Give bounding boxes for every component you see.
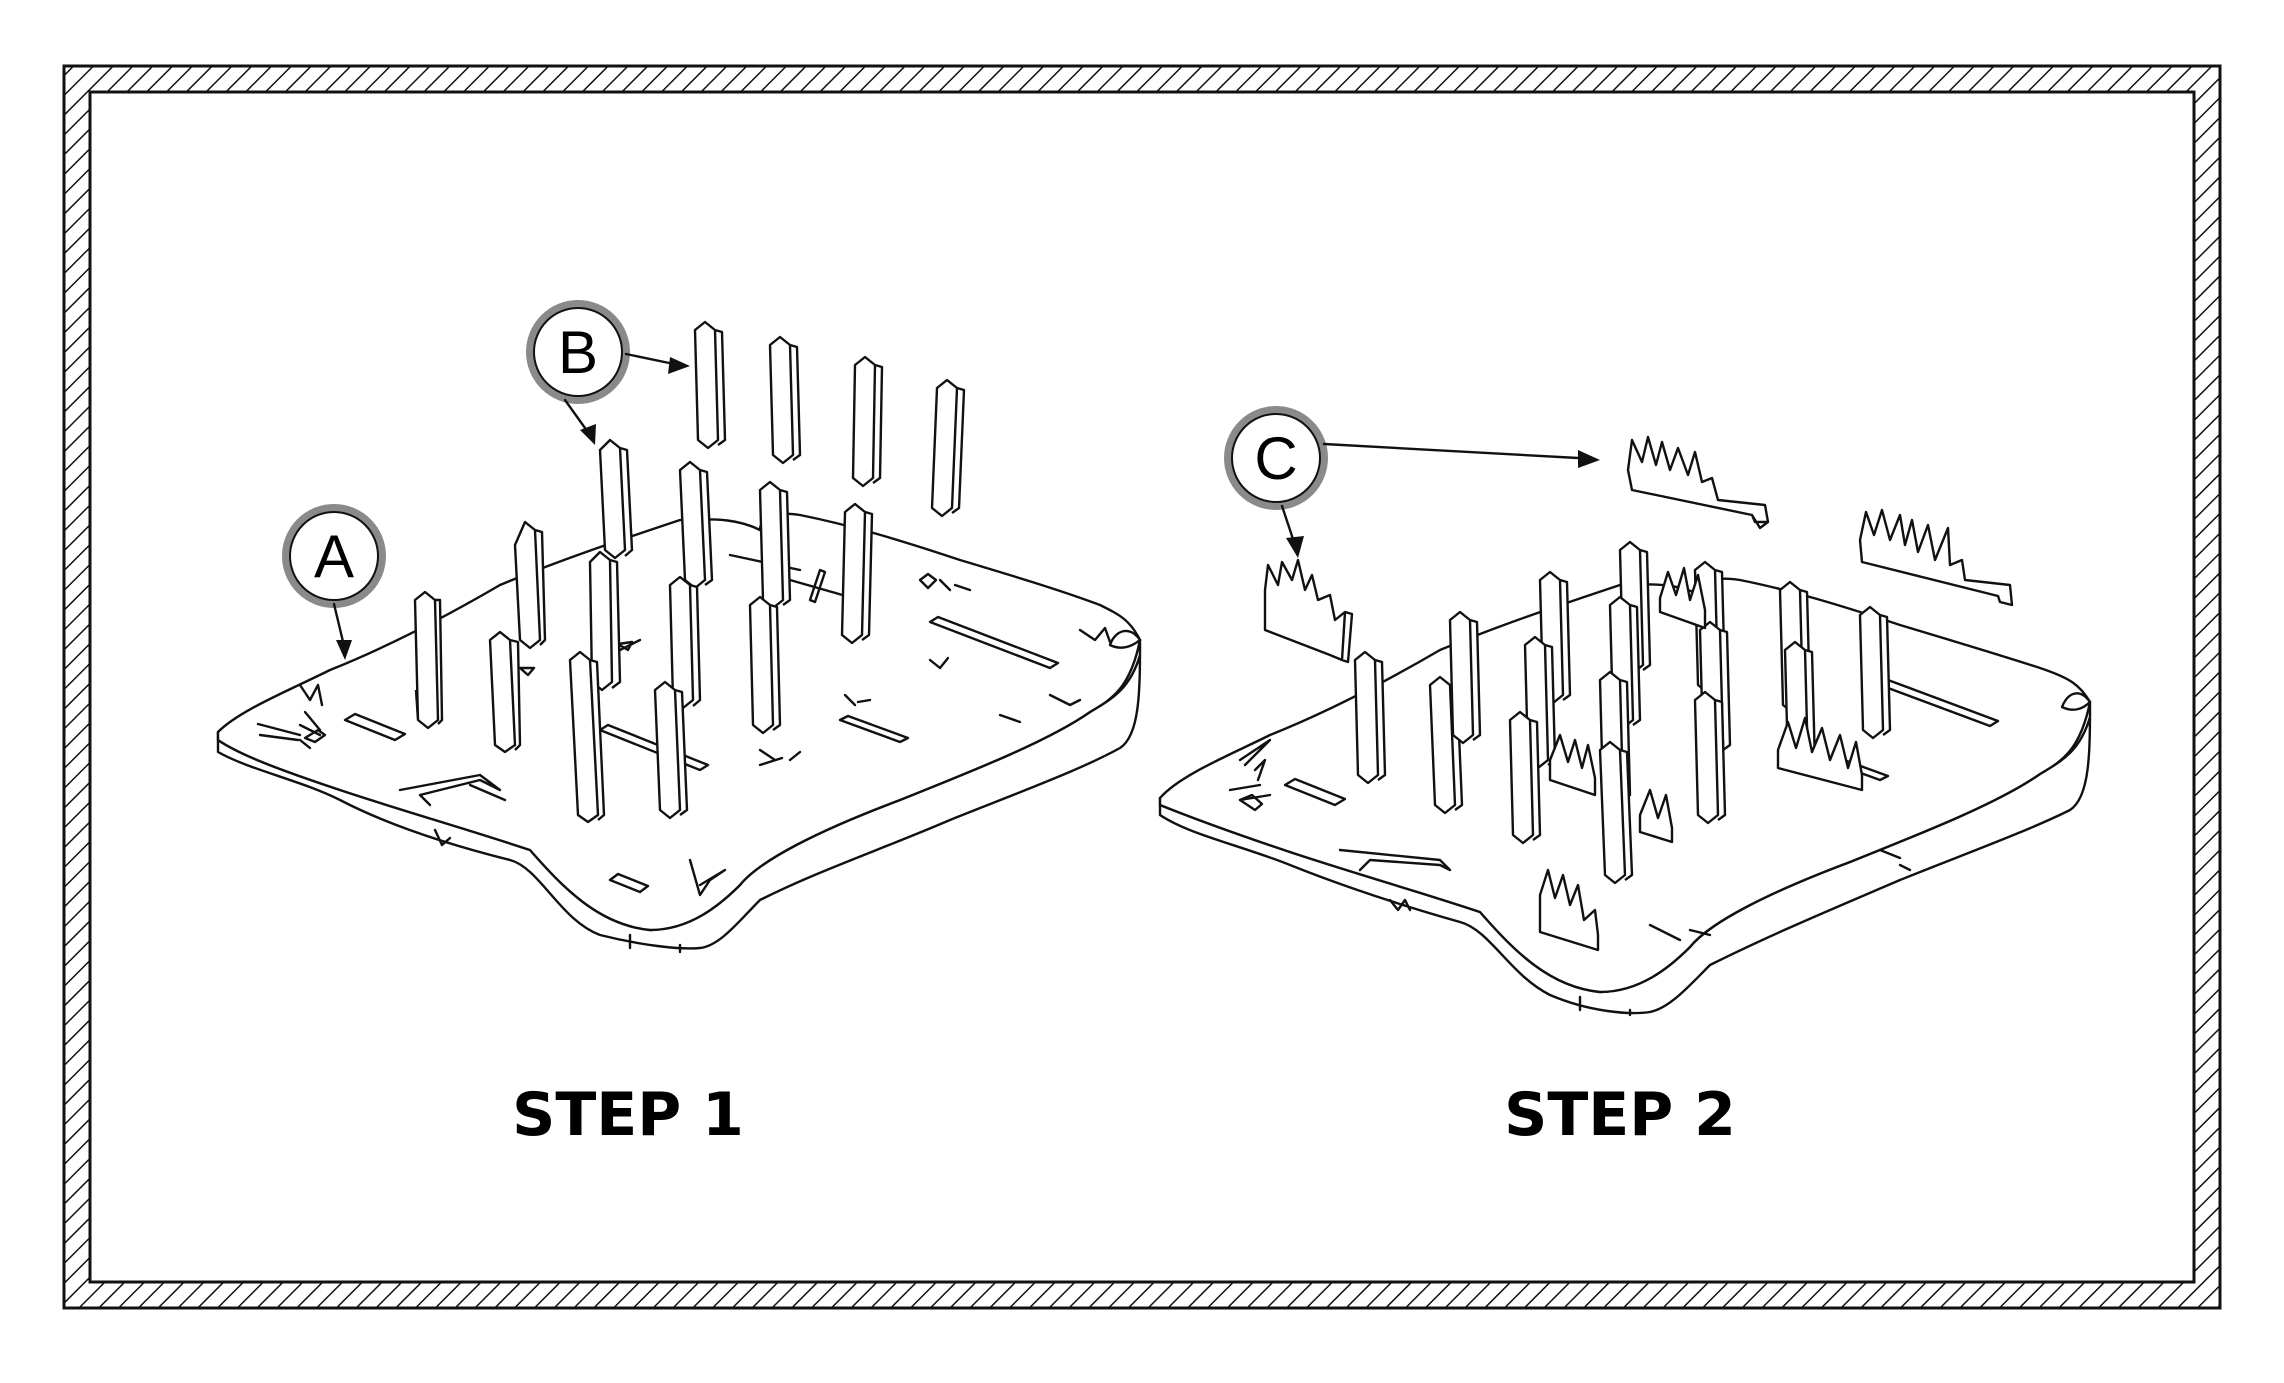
- callout-a-label: A: [314, 523, 354, 590]
- step-1-illustration: [216, 320, 1142, 954]
- step-1-label: STEP 1: [512, 1080, 744, 1150]
- loose-grass-c: [1263, 435, 2014, 664]
- callout-c: C: [1224, 406, 1600, 558]
- hatched-frame: [62, 64, 2222, 1310]
- step-2-label: STEP 2: [1504, 1080, 1736, 1150]
- callout-b-label: B: [558, 319, 598, 386]
- loose-pegs-b: [693, 320, 966, 518]
- callout-a: A: [282, 504, 386, 660]
- pegs-on-board-b: [1353, 540, 1892, 885]
- callout-b: B: [526, 300, 690, 445]
- callout-c-label: C: [1254, 425, 1297, 492]
- step-2-illustration: [1158, 435, 2092, 1017]
- pegs-on-board: [413, 438, 874, 824]
- grass-tufts-on-board: [1538, 566, 1864, 952]
